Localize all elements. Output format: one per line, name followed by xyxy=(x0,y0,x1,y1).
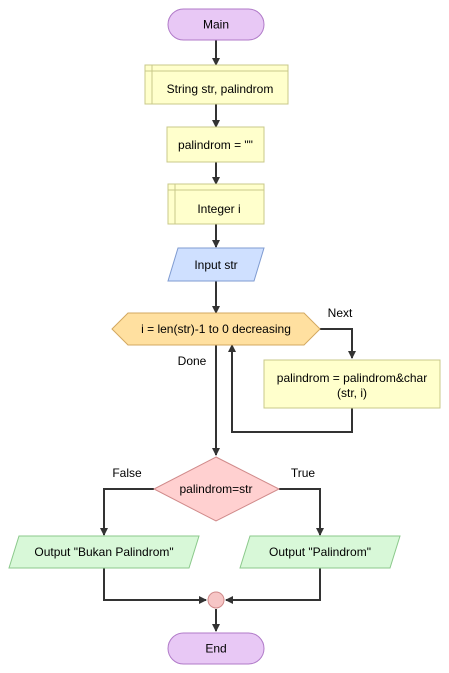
end-terminal: End xyxy=(167,632,265,665)
output-false-block: Output "Bukan Palindrom" xyxy=(8,535,200,569)
loop-body-line1: palindrom = palindrom&char xyxy=(277,371,427,385)
decision-block: palindrom=str xyxy=(152,456,281,522)
declare-vars-label: String str, palindrom xyxy=(167,82,274,96)
decision-false-label: False xyxy=(112,466,142,480)
start-terminal: Main xyxy=(167,8,265,41)
join-connector xyxy=(207,591,225,609)
for-loop-block: i = len(str)-1 to 0 decreasing xyxy=(111,312,321,346)
edge-loop-back xyxy=(228,344,353,433)
assign-block: palindrom = "" xyxy=(166,126,265,163)
declare-int-block: Integer i xyxy=(167,183,265,225)
declare-vars-block: String str, palindrom xyxy=(144,64,289,105)
edge-loop-next xyxy=(320,328,356,359)
loop-next-label: Next xyxy=(328,306,353,320)
input-label: Input str xyxy=(194,258,237,272)
decision-label: palindrom=str xyxy=(179,482,252,496)
edge-true-to-join xyxy=(225,568,321,604)
decision-true-label: True xyxy=(291,466,316,480)
declare-int-label: Integer i xyxy=(197,202,240,216)
edge-decision-false xyxy=(100,488,154,536)
edges xyxy=(100,40,356,632)
assign-label: palindrom = "" xyxy=(178,138,253,152)
start-label: Main xyxy=(203,18,229,32)
output-true-label: Output "Palindrom" xyxy=(269,545,371,559)
output-true-block: Output "Palindrom" xyxy=(239,535,401,569)
input-block: Input str xyxy=(167,247,265,282)
output-false-label: Output "Bukan Palindrom" xyxy=(34,545,173,559)
edge-decision-true xyxy=(279,488,324,536)
edge-false-to-join xyxy=(103,568,207,604)
end-label: End xyxy=(205,642,226,656)
loop-label: i = len(str)-1 to 0 decreasing xyxy=(141,322,291,336)
loop-body-block: palindrom = palindrom&char (str, i) xyxy=(263,359,441,409)
loop-done-label: Done xyxy=(178,354,207,368)
loop-body-line2: (str, i) xyxy=(337,386,367,400)
